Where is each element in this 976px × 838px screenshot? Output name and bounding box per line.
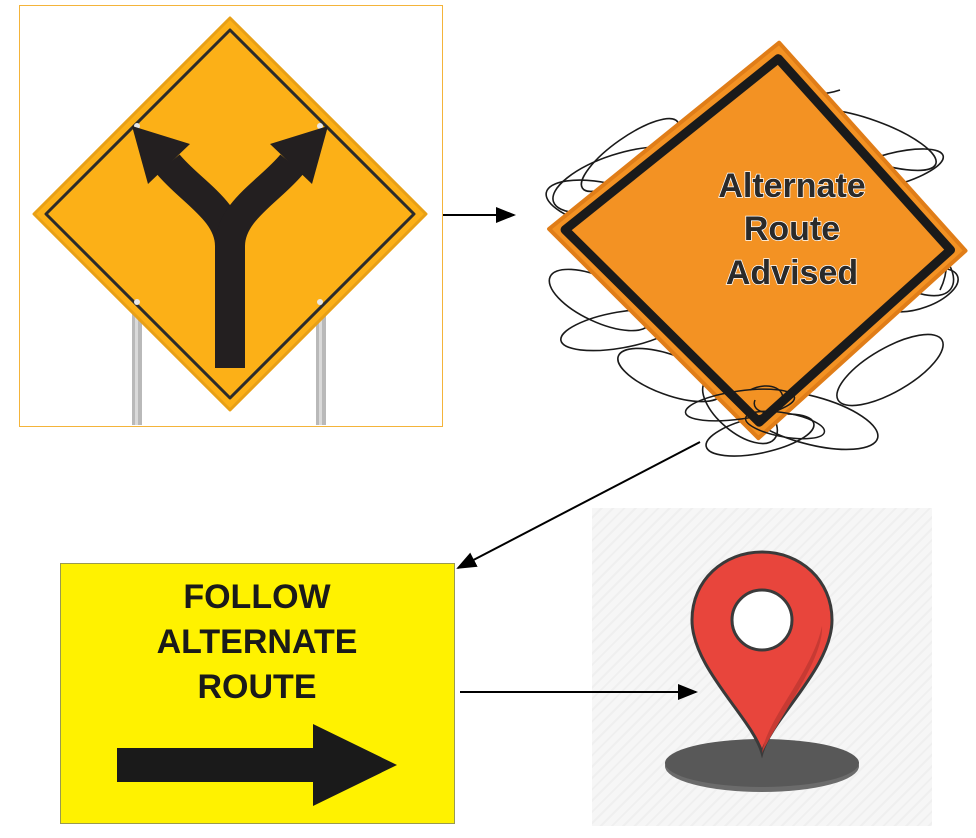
arrow-step2-to-step3 <box>458 442 700 568</box>
